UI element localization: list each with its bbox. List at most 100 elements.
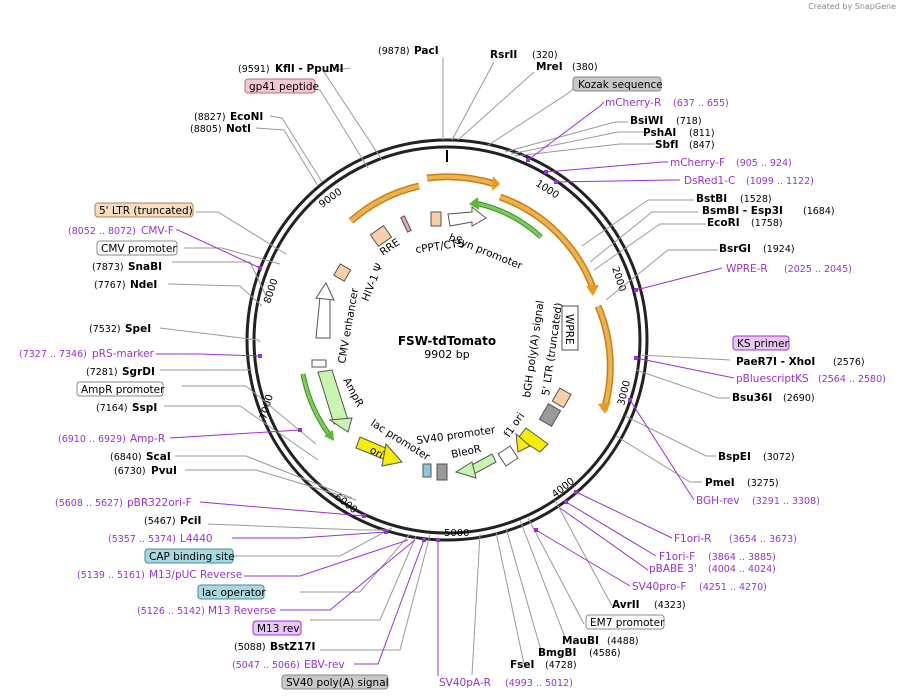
label-hiv-psi: HIV-1 Ψ [360, 262, 386, 303]
enz-pcii: PciI [180, 515, 201, 527]
primer-m13puc-range: (5139 .. 5161) [77, 570, 145, 581]
sv40-promoter-arrow [497, 445, 519, 467]
sv40-polya-label-box [281, 674, 389, 690]
pos-bstz17i: (5088) [234, 642, 266, 653]
kozak-label: Kozak sequence [578, 79, 663, 91]
cap-binding-label: CAP binding site [149, 551, 235, 563]
green-arrowhead-top [469, 197, 479, 210]
primer-pbluescriptks: pBluescriptKS [736, 373, 809, 385]
pos-pmei: (3275) [747, 478, 779, 489]
plasmid-size: 9902 bp [424, 348, 469, 361]
primer-m13puc: M13/pUC Reverse [149, 569, 242, 581]
primer-l4440: L4440 [180, 533, 213, 545]
sv40-polya-label: SV40 poly(A) signal [286, 677, 389, 689]
label-sv40-promoter: SV40 promoter [416, 424, 497, 447]
primer-f1ori-r-range: (3654 .. 3673) [729, 534, 797, 545]
enz-pvui: PvuI [151, 465, 177, 477]
pos-bsrgi: (1924) [763, 244, 795, 255]
ks-primer-label: KS primer [737, 338, 789, 350]
enz-econi: EcoNI [230, 111, 263, 123]
pos-sbfi: (847) [689, 140, 715, 151]
pos-pshai: (811) [689, 128, 715, 139]
enz-mrei: MreI [536, 61, 563, 73]
primer-prs-marker-range: (7327 .. 7346) [19, 349, 87, 360]
pos-sspi: (7164) [96, 403, 128, 414]
primer-mcherry-r: mCherry-R [605, 97, 661, 109]
pos-maubi: (4488) [607, 636, 639, 647]
primer-dsred1-c: DsRed1-C [684, 175, 735, 187]
primer-pbr322ori-f-range: (5608 .. 5627) [55, 498, 123, 509]
primer-dsred1-c-range: (1099 .. 1122) [746, 176, 814, 187]
wpre-arrow [561, 305, 579, 351]
enz-bmgbi: BmgBI [538, 647, 576, 659]
primer-wpre-r-range: (2025 .. 2045) [784, 264, 852, 275]
primer-sv40pro-f: SV40pro-F [632, 581, 686, 593]
rre-tag [400, 215, 412, 233]
plasmid-name: FSW-tdTomato [398, 334, 496, 348]
primer-mcherry-f: mCherry-F [670, 157, 725, 169]
orange-features [348, 173, 614, 411]
enz-pmei: PmeI [705, 477, 735, 489]
pos-bspei: (3072) [763, 452, 795, 463]
enz-bsmbi: BsmBI - Esp3I [702, 205, 783, 217]
primer-sv40pa-r-range: (4993 .. 5012) [505, 678, 573, 689]
primer-mcherry-f-range: (905 .. 924) [736, 158, 792, 169]
green-arrowhead-left [324, 430, 334, 441]
feature-arc-right [498, 193, 597, 290]
credit-text: Created by SnapGene [808, 2, 896, 11]
gp41-label: gp41 peptide [249, 81, 319, 93]
pos-ecori: (1758) [751, 218, 783, 229]
primer-f1ori-r: F1ori-R [674, 533, 711, 545]
cap-binding-box [144, 548, 234, 564]
pos-avrii: (4323) [654, 600, 686, 611]
pos-rsrii: (320) [532, 50, 558, 61]
pos-ndei: (7767) [94, 280, 126, 291]
enz-paci: PacI [414, 45, 439, 57]
pos-bsmbi: (1684) [803, 206, 835, 217]
pos-fsei: (4728) [545, 660, 577, 671]
primer-prs-marker: pRS-marker [92, 348, 155, 360]
primer-m13-reverse: M13 Reverse [208, 605, 276, 617]
ltr-5-box [94, 202, 194, 218]
enz-bsu36i: Bsu36I [732, 392, 772, 404]
enz-kfli: KflI - PpuMI [275, 63, 344, 75]
primer-amp-r-range: (6910 .. 6929) [58, 434, 126, 445]
m13-rev-label: M13 rev [257, 623, 300, 635]
f1-ori-head [515, 432, 531, 453]
arrowhead-top [492, 176, 500, 191]
ltr-small-box [551, 387, 572, 409]
tick-7000: 7000 [258, 393, 276, 420]
enz-ndei: NdeI [130, 279, 157, 291]
enz-ecori: EcoRI [707, 217, 740, 229]
ks-primer-box [732, 335, 790, 351]
hsyn-promoter-arrow [447, 205, 487, 227]
pos-bsiwi: (718) [676, 116, 702, 127]
pos-bsu36i: (2690) [783, 393, 815, 404]
primer-bgh-rev-range: (3291 .. 3308) [752, 496, 820, 507]
hiv-psi-box [333, 263, 352, 282]
backbone-outer [245, 138, 649, 542]
pos-scai: (6840) [110, 452, 142, 463]
lac-operator-box [422, 463, 432, 478]
enz-sgrdi: SgrDI [122, 366, 155, 378]
cmv-enhancer-head [315, 281, 335, 301]
primer-pbabe3-range: (4004 .. 4024) [708, 564, 776, 575]
snapgene-credit: Created by SnapGene [808, 2, 896, 11]
primer-sv40pa-r: SV40pA-R [439, 677, 491, 689]
enz-scai: ScaI [146, 451, 171, 463]
primer-leader-lines [156, 101, 735, 676]
label-ampr: AmpR [340, 376, 365, 409]
em7-box [585, 614, 665, 630]
m13-rev-box [252, 620, 302, 636]
feature-arc-left [348, 182, 420, 224]
label-wpre: WPRE [563, 314, 575, 345]
ampr-arrow [317, 369, 349, 425]
lac-operator-label-box [197, 584, 265, 600]
pos-kfli: (9591) [238, 64, 270, 75]
enz-pshai: PshAI [643, 127, 676, 139]
ampr-promoter-box [76, 381, 164, 397]
bgh-polya-box [538, 403, 562, 427]
ltr-5-label: 5' LTR (truncated) [99, 205, 193, 217]
primer-markers [258, 158, 638, 542]
enz-maubi: MauBI [562, 635, 599, 647]
